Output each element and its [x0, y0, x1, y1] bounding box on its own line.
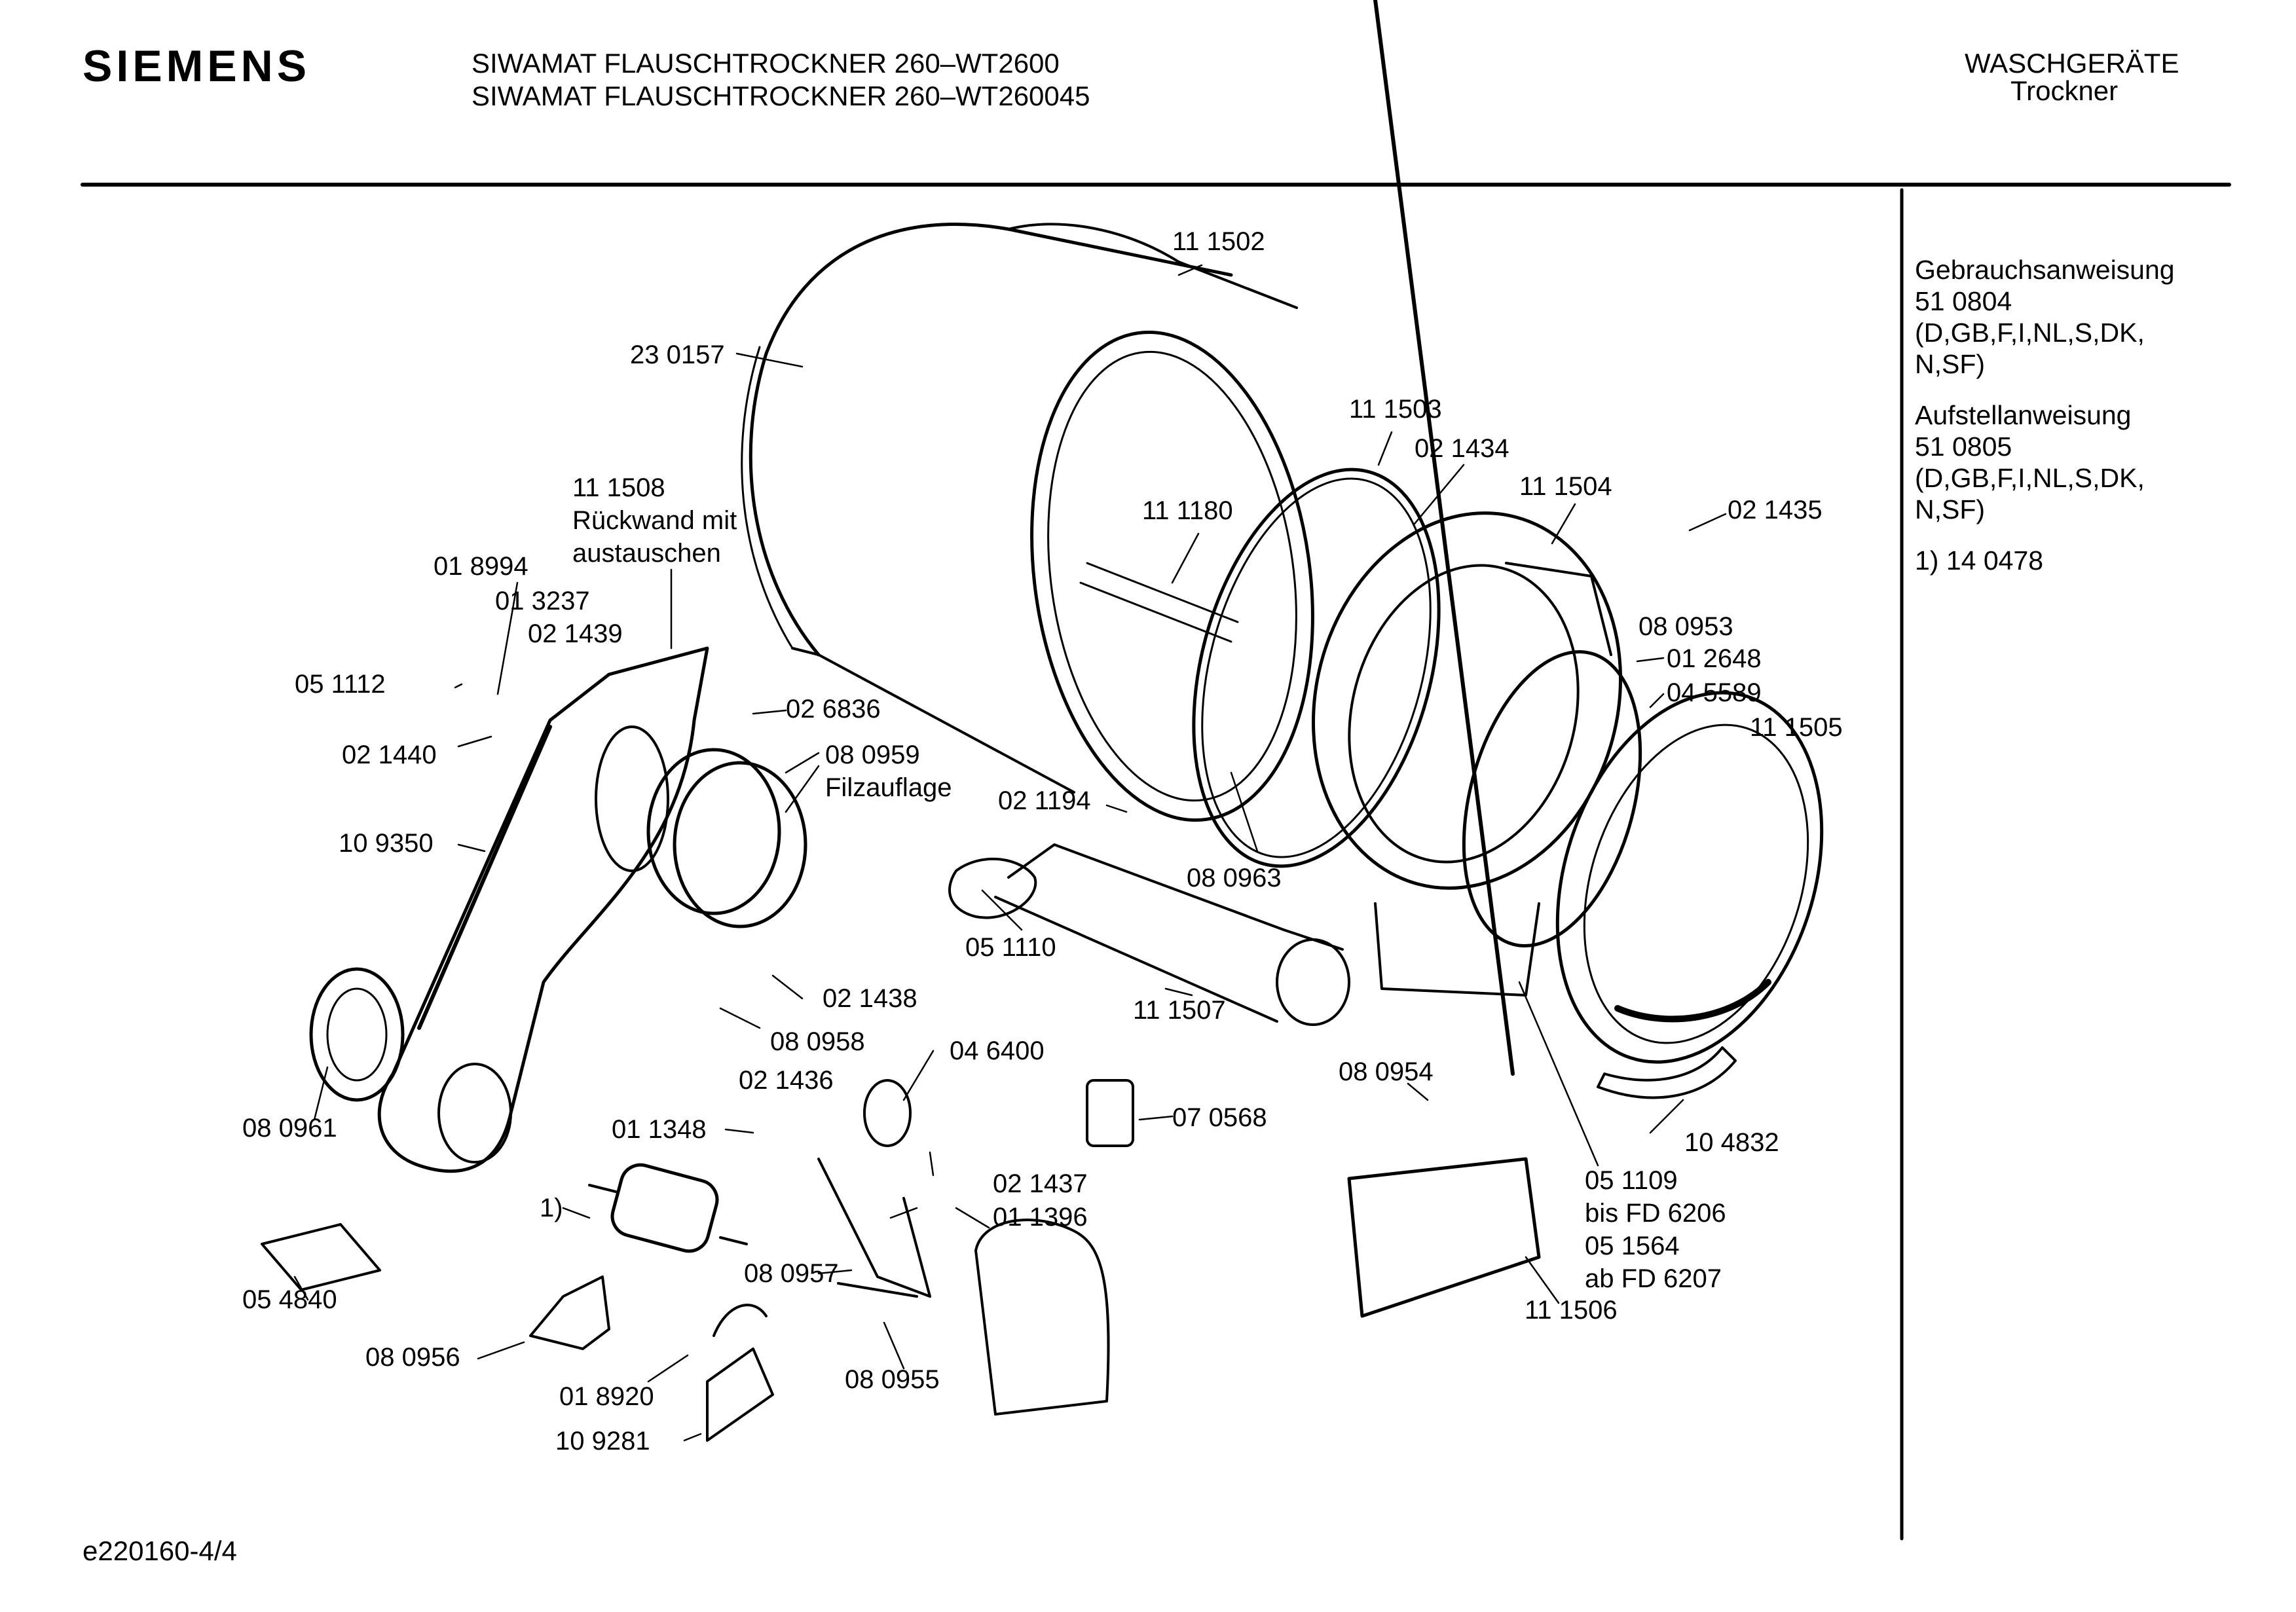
- motor-bracket-10-9281: [706, 1347, 774, 1442]
- label-08-0959: 08 0959: [825, 741, 920, 769]
- label-02-6836: 02 6836: [786, 695, 881, 724]
- manual-number: 51 0804: [1915, 286, 2012, 316]
- label-02-1438: 02 1438: [823, 984, 917, 1013]
- label-11-1505: 11 1505: [1750, 713, 1843, 742]
- label-08-0954: 08 0954: [1339, 1057, 1434, 1086]
- footnote-block: 1) 14 0478: [1915, 545, 2175, 576]
- label-11-1503: 11 1503: [1349, 395, 1442, 424]
- category-title: WASCHGERÄTE: [1965, 48, 2179, 79]
- label-01-8920: 01 8920: [559, 1382, 654, 1411]
- label-11-1502: 11 1502: [1172, 227, 1265, 256]
- label-05-1109: 05 1109: [1585, 1166, 1678, 1195]
- label-footnote-1: 1): [540, 1194, 563, 1222]
- cable-hood: [974, 1218, 1110, 1416]
- lint-filter: [1347, 0, 1541, 1318]
- label-05-1564: 05 1564: [1585, 1232, 1680, 1260]
- clamp-01-8920: [713, 1304, 768, 1337]
- label-05-4840: 05 4840: [242, 1285, 337, 1314]
- label-08-0963: 08 0963: [1187, 864, 1282, 892]
- drum-part: [741, 223, 1314, 822]
- label-10-9281: 10 9281: [555, 1427, 650, 1456]
- label-05-1112: 05 1112: [295, 670, 386, 699]
- seal-ring-11-1503: [1192, 467, 1441, 868]
- front-bearing-shield: [1312, 511, 1622, 997]
- label-02-1436: 02 1436: [739, 1066, 834, 1095]
- label-01-1396: 01 1396: [993, 1203, 1088, 1232]
- rear-wall-housing: [377, 646, 709, 1173]
- tension-pulley: [863, 1079, 912, 1147]
- install-languages: (D,GB,F,I,NL,S,DK,: [1915, 463, 2145, 493]
- label-10-4832: 10 4832: [1684, 1128, 1779, 1157]
- tension-bracket: [817, 1158, 931, 1298]
- label-11-1506: 11 1506: [1525, 1296, 1618, 1325]
- manual-block: Gebrauchsanweisung 51 0804 (D,GB,F,I,NL,…: [1915, 254, 2175, 380]
- manual-languages-cont: N,SF): [1915, 349, 1986, 379]
- felt-ring-08-0959: [646, 748, 781, 915]
- label-filzauflage: Filzauflage: [825, 773, 952, 802]
- label-02-1437: 02 1437: [993, 1169, 1088, 1198]
- pulley-08-0961: [309, 967, 405, 1102]
- seal-strip-10-4832: [1597, 1046, 1737, 1099]
- label-05-1110: 05 1110: [965, 933, 1056, 962]
- label-04-5589: 04 5589: [1667, 678, 1762, 707]
- documentation-sidebar: Gebrauchsanweisung 51 0804 (D,GB,F,I,NL,…: [1915, 254, 2175, 596]
- label-11-1504: 11 1504: [1519, 472, 1612, 501]
- install-title: Aufstellanweisung: [1915, 400, 2132, 430]
- label-02-1439: 02 1439: [528, 619, 623, 648]
- air-duct-11-1507: [948, 843, 1350, 1026]
- label-11-1507: 11 1507: [1133, 996, 1226, 1025]
- label-10-9350: 10 9350: [339, 829, 434, 858]
- capacitor-07-0568: [1086, 1079, 1134, 1147]
- label-02-1440: 02 1440: [342, 741, 437, 769]
- label-02-1434: 02 1434: [1415, 434, 1509, 463]
- label-04-6400: 04 6400: [950, 1036, 1045, 1065]
- cover-05-4840: [261, 1223, 381, 1291]
- label-08-0956: 08 0956: [365, 1343, 460, 1372]
- install-block: Aufstellanweisung 51 0805 (D,GB,F,I,NL,S…: [1915, 399, 2175, 525]
- label-rueckwand: Rückwand mit: [572, 506, 737, 535]
- motor: [588, 1163, 748, 1253]
- label-01-1348: 01 1348: [612, 1115, 707, 1144]
- label-08-0958: 08 0958: [770, 1027, 865, 1056]
- model-title-2: SIWAMAT FLAUSCHTROCKNER 260–WT260045: [472, 81, 1090, 111]
- label-08-0957: 08 0957: [744, 1259, 839, 1288]
- leader-lines: [293, 264, 1727, 1442]
- manual-title: Gebrauchsanweisung: [1915, 255, 2175, 285]
- label-01-2648: 01 2648: [1667, 644, 1762, 673]
- label-01-3237: 01 3237: [495, 587, 590, 615]
- front-panel-ring: [1555, 691, 1824, 1064]
- label-02-1435: 02 1435: [1728, 496, 1823, 524]
- label-01-8994: 01 8994: [434, 552, 528, 581]
- motor-bracket-08-0956: [529, 1275, 610, 1350]
- model-title-1: SIWAMAT FLAUSCHTROCKNER 260–WT2600: [472, 48, 1060, 79]
- footnote-text: 1) 14 0478: [1915, 545, 2044, 576]
- label-ab-fd-6207: ab FD 6207: [1585, 1264, 1722, 1293]
- document-id: e220160-4/4: [83, 1535, 237, 1566]
- install-languages-cont: N,SF): [1915, 494, 1986, 524]
- install-number: 51 0805: [1915, 431, 2012, 462]
- felt-ring-08-0953: [1462, 650, 1642, 948]
- label-11-1180: 11 1180: [1142, 496, 1233, 525]
- label-07-0568: 07 0568: [1172, 1103, 1267, 1132]
- label-02-1194: 02 1194: [998, 786, 1091, 815]
- label-08-0961: 08 0961: [242, 1114, 337, 1143]
- category-subtitle: Trockner: [2010, 75, 2119, 106]
- label-bis-fd-6206: bis FD 6206: [1585, 1199, 1726, 1228]
- manual-languages: (D,GB,F,I,NL,S,DK,: [1915, 318, 2145, 348]
- label-08-0953: 08 0953: [1639, 612, 1733, 641]
- label-23-0157: 23 0157: [630, 340, 725, 369]
- siemens-logo: SIEMENS: [83, 41, 311, 91]
- label-11-1508: 11 1508: [572, 473, 665, 502]
- label-08-0955: 08 0955: [845, 1365, 940, 1394]
- label-austauschen: austauschen: [572, 539, 721, 568]
